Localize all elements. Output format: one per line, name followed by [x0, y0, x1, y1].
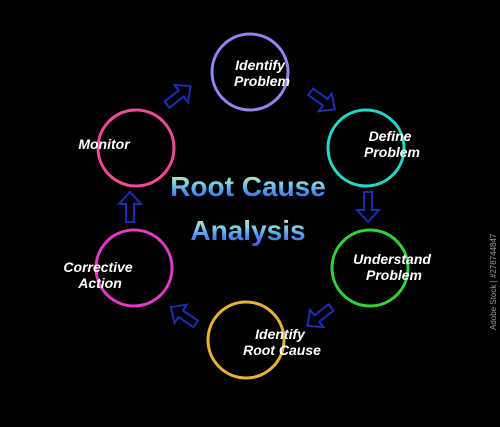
node-labels: Identify Problem Define Problem Understa… [63, 57, 435, 358]
arrow-identify-root-cause-to-corrective-action [169, 303, 200, 329]
node-label-line2: Root Cause [243, 342, 321, 358]
node-circle-understand-problem [330, 228, 410, 308]
arrow-identify-problem-to-define-problem [306, 87, 337, 113]
node-label-line1: Corrective [63, 259, 132, 275]
node-label-define-problem: Define Problem [364, 128, 420, 160]
arrow-monitor-to-identify-problem [163, 83, 192, 110]
node-circle-identify-problem [210, 32, 290, 112]
center-title: Root Cause Analysis [170, 171, 326, 246]
node-label-corrective-action: Corrective Action [63, 259, 136, 291]
node-label-line1: Identify [255, 326, 306, 342]
node-circle-corrective-action [94, 228, 174, 308]
node-label-line1: Understand [353, 251, 431, 267]
flow-arrows [116, 83, 382, 329]
title-line1: Root Cause [170, 171, 326, 202]
node-label-identify-root-cause: Identify Root Cause [243, 326, 321, 358]
arrow-understand-problem-to-identify-root-cause [306, 302, 335, 329]
node-label-understand-problem: Understand Problem [353, 251, 435, 283]
node-label-line2: Action [77, 275, 122, 291]
node-circles [94, 32, 410, 380]
arrow-corrective-action-to-monitor [116, 190, 144, 223]
arrow-define-problem-to-understand-problem [354, 191, 382, 224]
node-label-identify-problem: Identify Problem [234, 57, 290, 89]
title-line2: Analysis [190, 215, 305, 246]
node-label-line2: Problem [364, 144, 420, 160]
node-circle-define-problem [326, 108, 406, 188]
node-label-monitor: Monitor [78, 136, 131, 152]
node-label-line1: Define [369, 128, 412, 144]
node-circle-identify-root-cause [206, 300, 286, 380]
node-label-line2: Problem [234, 73, 290, 89]
node-label-line1: Identify [235, 57, 286, 73]
node-label-line1: Monitor [78, 136, 131, 152]
stock-id-text: Adobe Stock | #278744847 [489, 233, 498, 330]
node-label-line2: Problem [366, 267, 422, 283]
node-circle-monitor [96, 108, 176, 188]
